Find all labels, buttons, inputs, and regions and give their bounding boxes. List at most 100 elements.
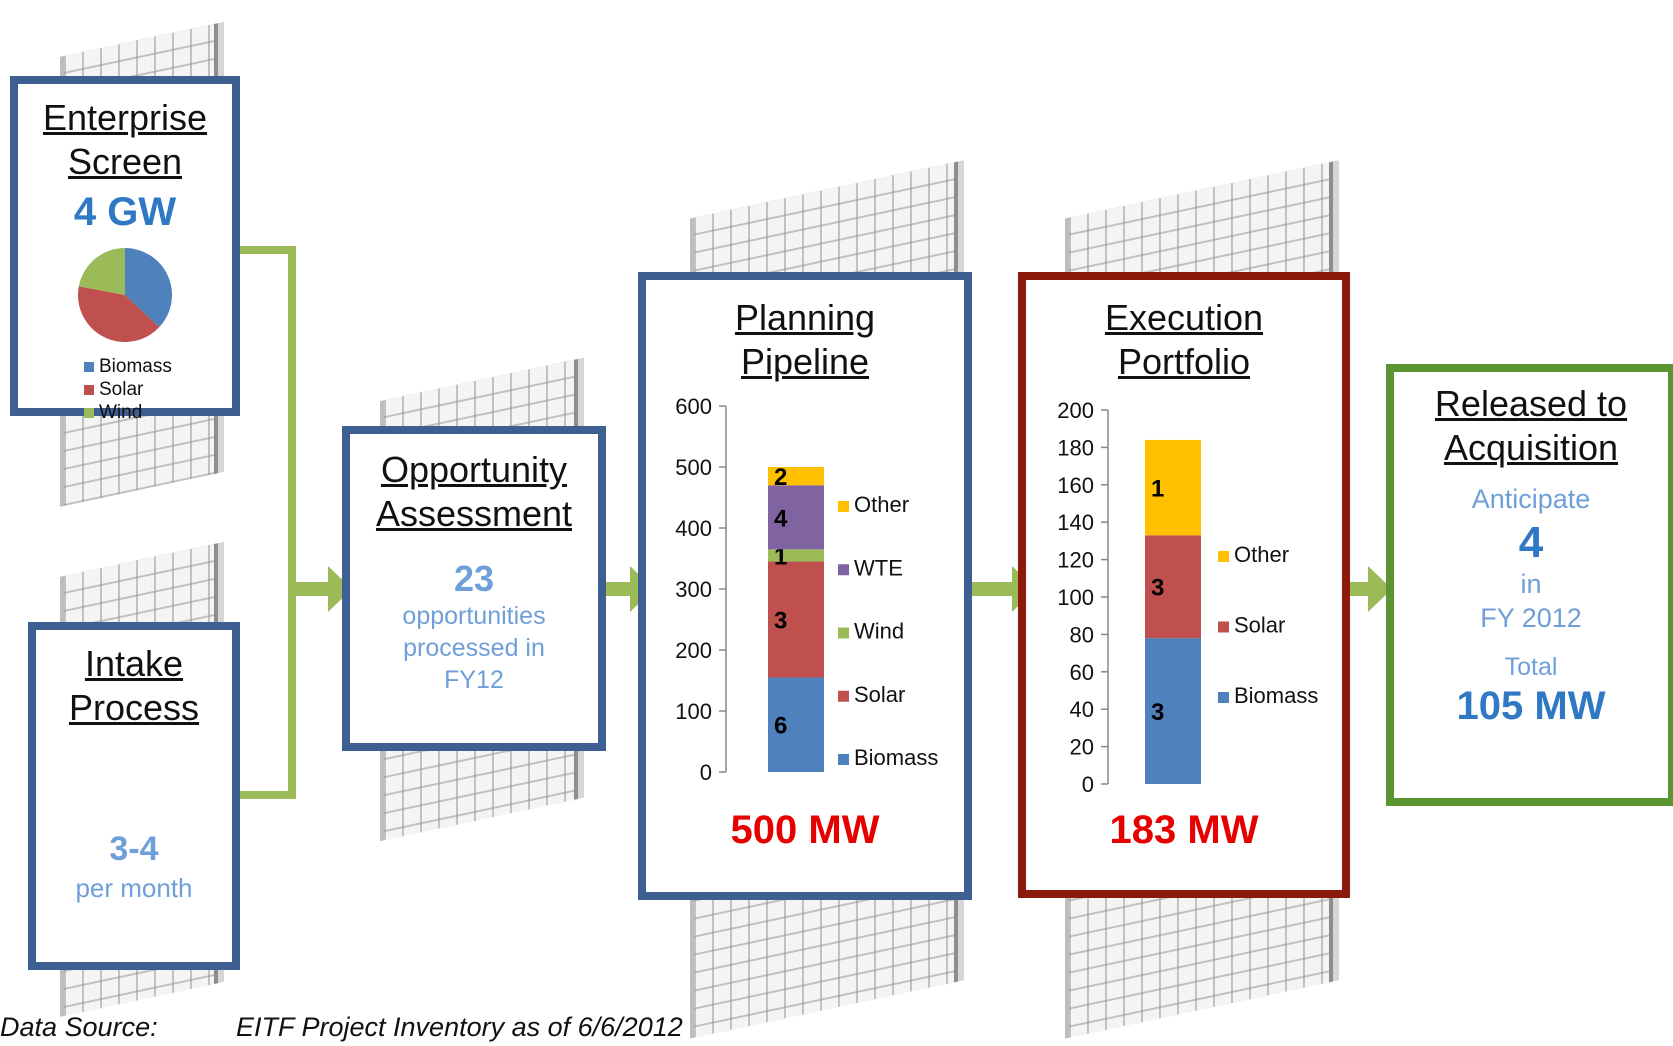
legend-swatch-other [838,501,849,512]
pie-slice-wind [78,248,125,295]
legend-item-wind: Wind [84,401,232,424]
connector-line [232,246,296,799]
execution-stacked-bar-chart: 0 20 40 60 80 100 120 140 160 180 200 3 3 1OtherSolar… [1057,398,1318,797]
enterprise-value: 4 GW [73,190,177,234]
y-tick-label: 500 [675,455,712,480]
released-total-value: 105 MW [1456,684,1606,728]
pie-slice-biomass [125,248,172,328]
execution-portfolio-box: Execution Portfolio 0 20 40 60 80 100 120 140 16… [1018,272,1350,898]
legend-swatch-wind [84,408,94,418]
y-tick-label: 200 [1057,398,1094,423]
legend-swatch-wind [838,627,849,639]
legend-label-wind: Wind [99,402,143,423]
pie-slice-solar [78,286,160,342]
opportunity-title-line1: Opportunity [380,449,568,490]
execution-total: 183 MW [1109,808,1259,852]
data-source-text: EITF Project Inventory as of 6/6/2012 [236,1012,683,1042]
y-tick-label: 160 [1057,473,1094,498]
legend-item-biomass: Biomass [84,355,232,378]
intake-title-line2: Process [68,687,200,728]
intake-title-line1: Intake [84,643,184,684]
y-tick-label: 100 [1057,585,1094,610]
y-tick-label: 140 [1057,510,1094,535]
legend-label-biomass: Biomass [854,745,938,770]
legend-swatch-solar [84,385,94,395]
legend-label-biomass: Biomass [1234,683,1318,708]
legend-swatch-biomass [1218,692,1229,703]
legend-label-other: Other [1234,542,1289,567]
legend-swatch-biomass [838,754,849,765]
opportunity-line1: opportunities [402,602,546,630]
y-tick-label: 100 [675,699,712,724]
released-anticipate: Anticipate [1471,484,1591,514]
opportunity-line3: FY12 [444,666,504,694]
intake-value: 3-4 [109,830,159,868]
legend-label-wind: Wind [854,619,904,644]
enterprise-legend: Biomass Solar Wind [84,355,232,424]
bar-count-label: 1 [1151,476,1164,503]
data-source-label: Data Source: [0,1012,158,1042]
legend-swatch-wte [838,564,849,576]
legend-label-wte: WTE [854,555,903,580]
opportunity-assessment-box: Opportunity Assessment 23 opportunities … [342,426,606,751]
y-tick-label: 0 [1082,772,1094,797]
released-title-line2: Acquisition [1443,427,1619,468]
bar-segment-other [768,467,824,486]
bar-count-label: 1 [774,543,787,570]
released-in-label: in [1520,569,1542,599]
intake-process-box: Intake Process 3-4 per month [28,622,240,970]
arrow-to-opportunity [292,566,352,612]
planning-pipeline-box: Planning Pipeline 0 100 200 300 400 500 600 6 3 1… [638,272,972,900]
released-title-line1: Released to [1434,383,1628,424]
planning-stacked-bar-chart: 010020030040050060063142OtherWTEWindSola… [675,398,938,785]
y-tick-label: 300 [675,577,712,602]
bar-count-label: 6 [774,713,787,740]
enterprise-title-line1: Enterprise [42,97,208,138]
execution-title-line2: Portfolio [1117,341,1251,382]
bar-count-label: 3 [1151,575,1164,602]
bar-segment-solar [768,561,824,678]
released-count: 4 [1518,518,1544,567]
y-tick-label: 0 [700,760,712,785]
enterprise-pie-chart [78,248,172,342]
planning-total: 500 MW [730,808,880,852]
opportunity-line2: processed in [403,634,545,662]
legend-swatch-solar [1218,621,1229,633]
released-fy: FY 2012 [1480,603,1582,633]
enterprise-title-line2: Screen [67,141,183,182]
bar-segment-other [1145,439,1201,536]
bar-segment-wind [768,549,824,562]
released-total-label: Total [1504,653,1558,681]
y-tick-label: 40 [1070,697,1094,722]
legend-item-solar: Solar [84,378,232,401]
legend-swatch-solar [838,690,849,702]
bar-segment-biomass [768,677,824,772]
execution-title-line1: Execution [1104,297,1264,338]
legend-label-solar: Solar [1234,613,1285,638]
bar-segment-solar [1145,535,1201,639]
planning-title-line1: Planning [734,297,876,338]
y-tick-label: 200 [675,638,712,663]
y-tick-label: 120 [1057,548,1094,573]
bar-count-label: 2 [774,464,787,491]
legend-label-other: Other [854,492,909,517]
y-tick-label: 20 [1070,735,1094,760]
bar-count-label: 4 [774,505,788,532]
bar-count-label: 3 [774,608,787,635]
enterprise-screen-box: Enterprise Screen 4 GW Biomass Solar Win… [10,76,240,423]
y-tick-label: 60 [1070,660,1094,685]
opportunity-title-line2: Assessment [375,493,573,534]
bar-segment-biomass [1145,638,1201,784]
planning-title-line2: Pipeline [740,341,870,382]
legend-label-solar: Solar [99,379,144,400]
legend-swatch-biomass [84,362,94,372]
y-tick-label: 80 [1070,622,1094,647]
legend-swatch-other [1218,551,1229,562]
opportunity-value: 23 [453,558,495,599]
y-tick-label: 400 [675,516,712,541]
bar-segment-wte [768,485,824,550]
y-tick-label: 600 [675,398,712,419]
y-tick-label: 180 [1057,435,1094,460]
legend-label-biomass: Biomass [99,356,172,377]
bar-count-label: 3 [1151,699,1164,726]
